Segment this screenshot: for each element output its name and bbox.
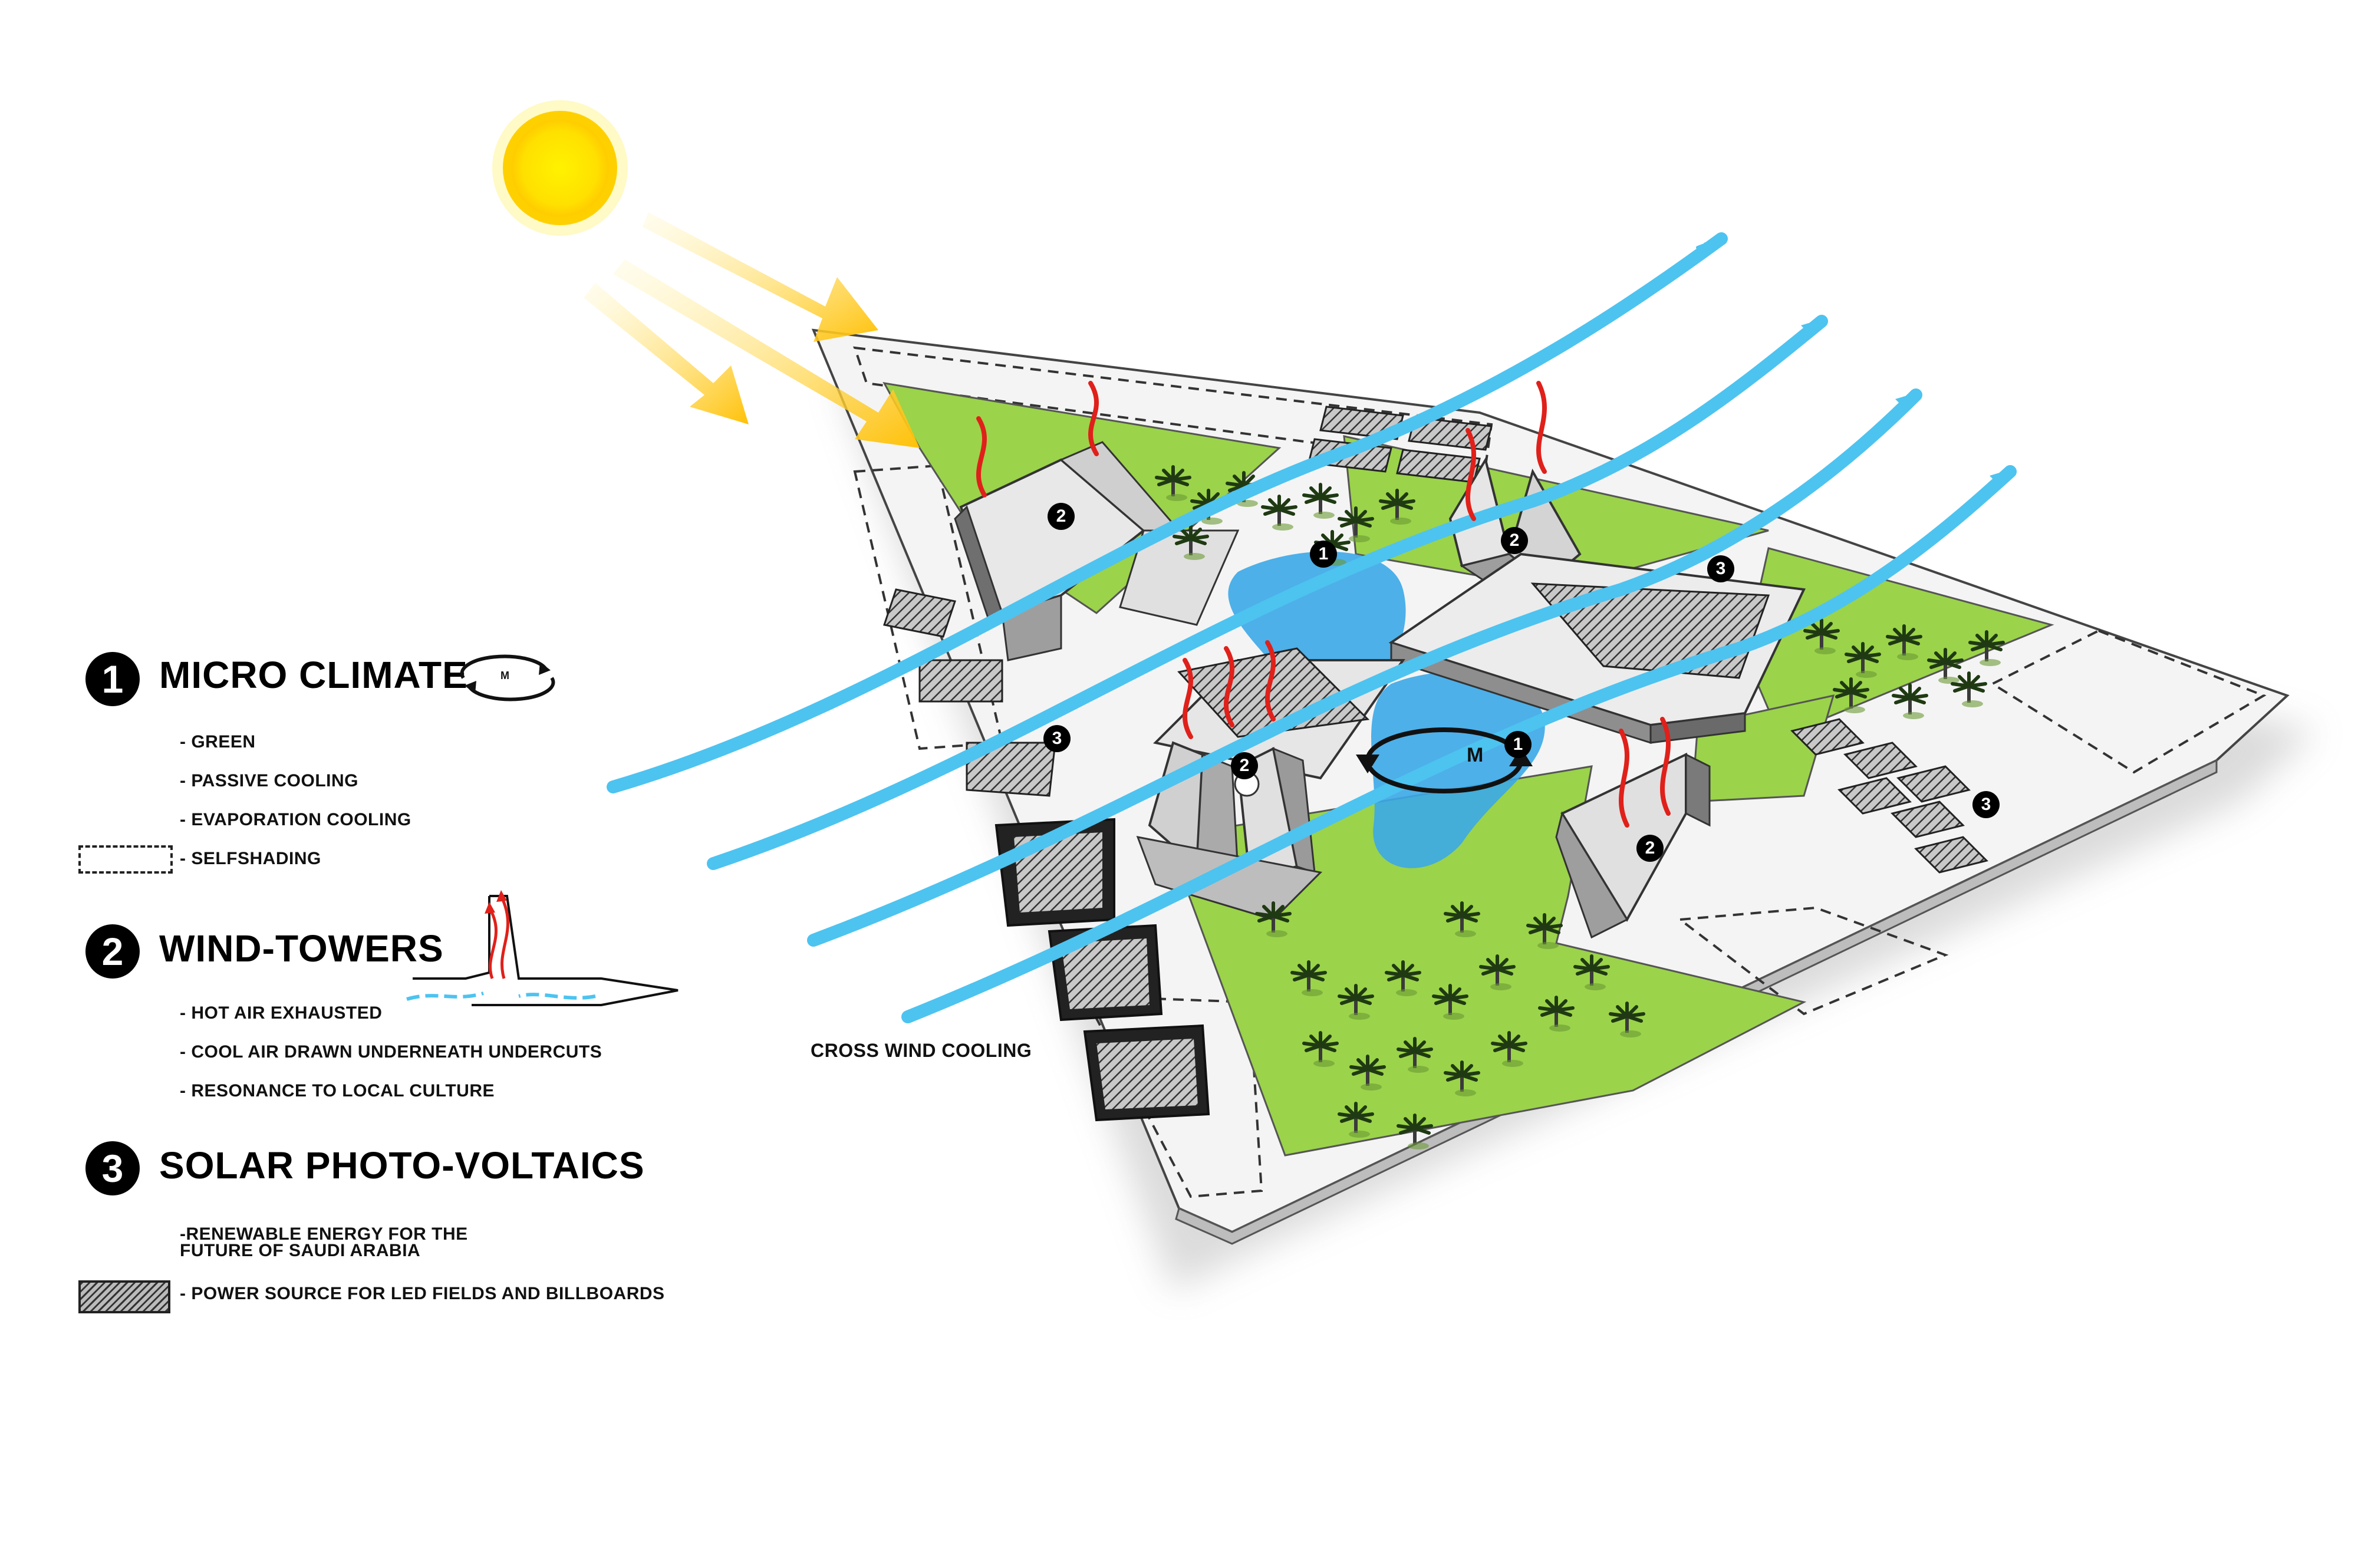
legend-title-micro-climate: MICRO CLIMATE <box>159 654 468 696</box>
site-badge-3-west: 3 <box>1043 725 1071 752</box>
pv-hatch-swatch <box>78 1280 170 1313</box>
selfshading-zone <box>1677 906 1949 1016</box>
legend-item-power-source: - POWER SOURCE FOR LED FIELDS AND BILLBO… <box>180 1284 665 1303</box>
sun-rays <box>584 212 920 448</box>
legend-item-resonance: - RESONANCE TO LOCAL CULTURE <box>180 1081 495 1101</box>
hot-air-arrows <box>976 381 1671 828</box>
site-badge-2-north: 2 <box>1501 527 1528 554</box>
site-badge-3-east: 3 <box>1972 791 2000 818</box>
legend-item-green: - GREEN <box>180 732 256 752</box>
selfshading-zone <box>1990 629 2267 774</box>
pv-panels-west <box>883 588 1056 797</box>
legend-badge-1: 1 <box>85 652 140 706</box>
site-badge-3-center: 3 <box>1707 555 1734 582</box>
selfshading-zone <box>853 346 1493 467</box>
legend-badge-2: 2 <box>85 924 140 979</box>
legend-item-cool-air: - COOL AIR DRAWN UNDERNEATH UNDERCUTS <box>180 1042 602 1062</box>
building-east-triangle <box>1555 752 1711 939</box>
building-center <box>1388 552 1806 745</box>
legend-title-wind-towers: WIND-TOWERS <box>159 927 444 970</box>
site-badge-1-pool: 1 <box>1310 541 1337 568</box>
wind-tower-section-icon <box>406 890 679 1006</box>
site-badge-2-northwest: 2 <box>1048 503 1075 530</box>
micro-letter-site: M <box>1467 744 1484 766</box>
legend-title-solar: SOLAR PHOTO-VOLTAICS <box>159 1144 645 1187</box>
micro-climate-icon <box>460 654 555 701</box>
building-northwest <box>954 441 1240 661</box>
site-badge-2-south: 2 <box>1231 752 1258 779</box>
wind-arrow-heads <box>1704 236 2013 485</box>
legend-item-hot-air: - HOT AIR EXHAUSTED <box>180 1003 383 1023</box>
site-badge-1-center: 1 <box>1504 731 1532 758</box>
legend-item-evaporation-cooling: - EVAPORATION COOLING <box>180 810 411 829</box>
cross-wind-label: CROSS WIND COOLING <box>811 1040 1032 1061</box>
selfshading-swatch <box>78 845 173 874</box>
selfshading-zone <box>1082 994 1263 1198</box>
billboards-south <box>994 818 1210 1122</box>
legend-item-selfshading: - SELFSHADING <box>180 849 321 868</box>
selfshading-zone <box>853 464 1004 750</box>
micro-climate-icon-letter: M <box>500 670 510 681</box>
sun <box>503 111 617 225</box>
building-south-towers <box>1136 647 1405 921</box>
site-platform-edge <box>1175 759 2218 1245</box>
site-badge-2-east: 2 <box>1636 835 1664 862</box>
legend-badge-3: 3 <box>85 1141 140 1195</box>
pv-panels-east <box>1790 718 1988 874</box>
legend-item-passive-cooling: - PASSIVE COOLING <box>180 771 358 790</box>
wind-arrows <box>607 232 2017 1023</box>
water-pool <box>1371 672 1545 868</box>
legend-item-renewable: -RENEWABLE ENERGY FOR THE FUTURE OF SAUD… <box>180 1224 468 1260</box>
green-zone <box>1165 765 1807 1157</box>
